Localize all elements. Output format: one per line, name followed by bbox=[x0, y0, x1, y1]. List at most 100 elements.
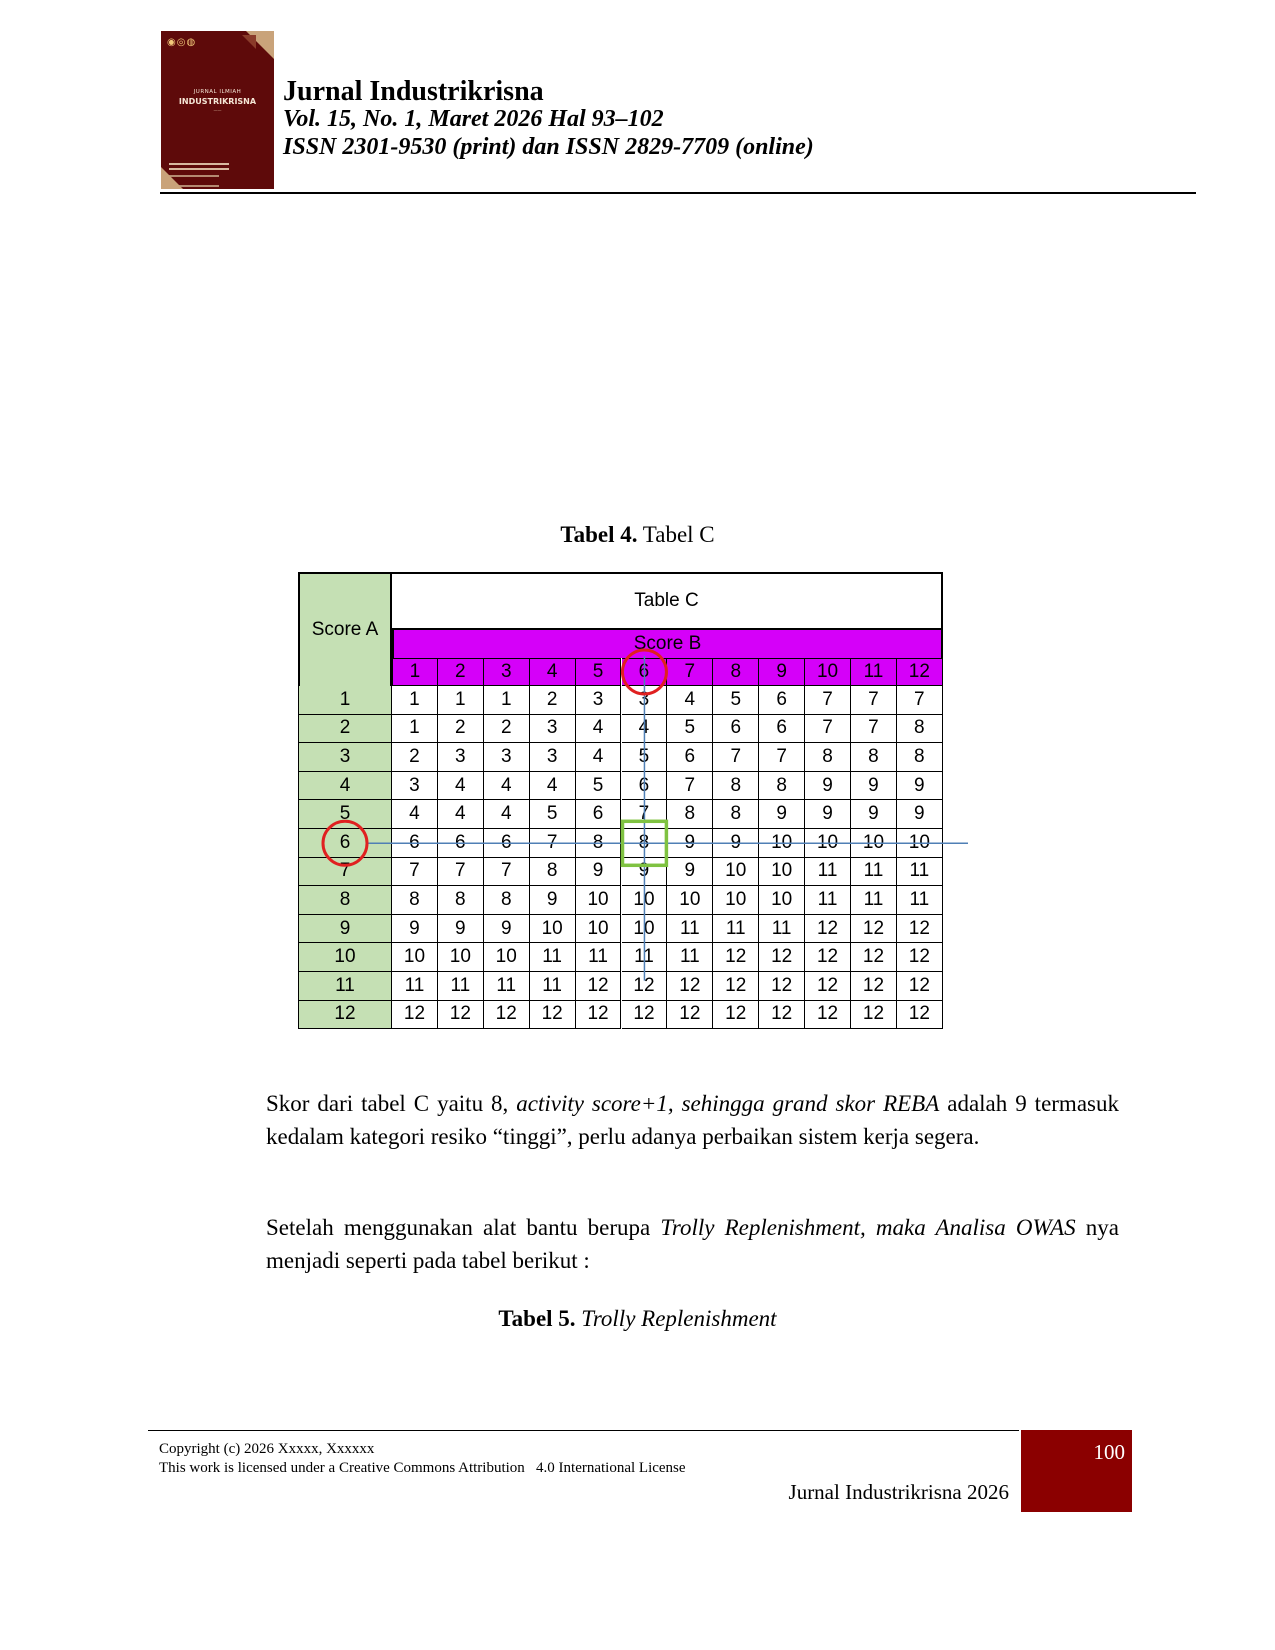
table-cell: 12 bbox=[896, 943, 943, 972]
table-cell: 4 bbox=[483, 771, 530, 801]
journal-volume: Vol. 15, No. 1, Maret 2026 Hal 93–102 bbox=[283, 106, 664, 132]
table-cell: 12 bbox=[667, 972, 714, 1001]
table-cell: 12 bbox=[575, 1000, 622, 1030]
table-cell: 9 bbox=[529, 886, 576, 915]
table-cell: 12 bbox=[805, 972, 851, 1001]
table-cell: 4 bbox=[437, 771, 484, 801]
score-a-row-header: 10 bbox=[298, 943, 392, 972]
table-cell: 10 bbox=[575, 914, 622, 944]
table-cell: 10 bbox=[851, 829, 897, 858]
table-cell: 7 bbox=[392, 857, 438, 887]
score-a-row-header: 8 bbox=[298, 886, 392, 915]
table-cell: 7 bbox=[621, 800, 668, 829]
score-b-col-header: 11 bbox=[851, 658, 897, 686]
score-a-row-header: 12 bbox=[298, 1000, 392, 1030]
cover-title: JURNAL ILMIAH INDUSTRIKRISNA —— bbox=[161, 89, 274, 113]
table-cell: 11 bbox=[805, 886, 851, 915]
score-b-col-header: 4 bbox=[529, 658, 576, 686]
table-cell: 12 bbox=[713, 943, 760, 972]
table-cell: 9 bbox=[483, 914, 530, 944]
table-cell: 12 bbox=[851, 943, 897, 972]
table-cell: 9 bbox=[667, 829, 714, 858]
score-a-row-header: 9 bbox=[298, 914, 392, 944]
table-cell: 6 bbox=[575, 800, 622, 829]
paragraph-1: Skor dari tabel C yaitu 8, activity scor… bbox=[266, 1087, 1119, 1153]
table-cell: 12 bbox=[896, 914, 943, 944]
table-cell: 12 bbox=[529, 1000, 576, 1030]
table-cell: 10 bbox=[713, 857, 760, 887]
table-cell: 4 bbox=[575, 714, 622, 744]
cover-decoration bbox=[169, 175, 219, 187]
table-cell: 7 bbox=[851, 686, 897, 715]
table5-caption-text: Trolly Replenishment bbox=[575, 1306, 777, 1331]
table-cell: 9 bbox=[851, 771, 897, 801]
table-cell: 10 bbox=[575, 886, 622, 915]
table-cell: 9 bbox=[392, 914, 438, 944]
table-cell: 12 bbox=[851, 972, 897, 1001]
cover-decoration bbox=[242, 35, 256, 49]
table-cell: 6 bbox=[759, 686, 806, 715]
table-cell: 8 bbox=[896, 743, 943, 772]
table-cell: 6 bbox=[667, 743, 714, 772]
table-cell: 12 bbox=[759, 972, 806, 1001]
paragraph-2: Setelah menggunakan alat bantu berupa Tr… bbox=[266, 1211, 1119, 1277]
table-cell: 2 bbox=[483, 714, 530, 744]
table-cell: 10 bbox=[392, 943, 438, 972]
table-cell: 3 bbox=[529, 743, 576, 772]
table-cell: 9 bbox=[667, 857, 714, 887]
table-cell: 8 bbox=[667, 800, 714, 829]
footer-license[interactable]: This work is licensed under a Creative C… bbox=[159, 1460, 686, 1476]
table-cell: 10 bbox=[759, 857, 806, 887]
table-cell: 3 bbox=[437, 743, 484, 772]
score-b-col-header: 10 bbox=[805, 658, 851, 686]
table-cell: 8 bbox=[713, 800, 760, 829]
cover-decoration bbox=[169, 163, 229, 170]
score-a-row-header: 11 bbox=[298, 972, 392, 1001]
score-b-col-header: 8 bbox=[713, 658, 760, 686]
table-cell: 11 bbox=[667, 914, 714, 944]
table-cell: 8 bbox=[896, 714, 943, 744]
table-cell: 8 bbox=[713, 771, 760, 801]
table-cell: 8 bbox=[759, 771, 806, 801]
table-cell: 10 bbox=[621, 914, 668, 944]
table-cell: 7 bbox=[437, 857, 484, 887]
cover-subtitle-decoration: —— bbox=[213, 108, 222, 113]
table-cell: 11 bbox=[851, 857, 897, 887]
table-cell: 12 bbox=[759, 943, 806, 972]
table-cell: 4 bbox=[667, 686, 714, 715]
table-cell: 12 bbox=[667, 1000, 714, 1030]
paragraph-2-text-a: Setelah menggunakan alat bantu berupa bbox=[266, 1215, 661, 1240]
footer-journal-year: Jurnal Industrikrisna 2026 bbox=[782, 1480, 1009, 1505]
table-cell: 4 bbox=[483, 800, 530, 829]
table-cell: 4 bbox=[392, 800, 438, 829]
table-cell: 8 bbox=[851, 743, 897, 772]
table-cell: 9 bbox=[621, 857, 668, 887]
table-cell: 11 bbox=[667, 943, 714, 972]
table-cell: 12 bbox=[713, 1000, 760, 1030]
table-cell: 6 bbox=[437, 829, 484, 858]
paragraph-2-text-b: nya menjadi seperti pada tabel berikut : bbox=[266, 1215, 1119, 1273]
table-cell: 3 bbox=[529, 714, 576, 744]
score-a-row-header: 5 bbox=[298, 800, 392, 829]
table-cell: 7 bbox=[713, 743, 760, 772]
paragraph-1-italic: activity score+1, sehingga grand skor RE… bbox=[516, 1091, 940, 1116]
table-cell: 10 bbox=[621, 886, 668, 915]
table-cell: 10 bbox=[713, 886, 760, 915]
cover-decoration bbox=[161, 167, 183, 189]
table-cell: 9 bbox=[896, 771, 943, 801]
table-cell: 8 bbox=[392, 886, 438, 915]
table-cell: 5 bbox=[529, 800, 576, 829]
table-cell: 9 bbox=[759, 800, 806, 829]
journal-name: Jurnal Industrikrisna bbox=[283, 76, 544, 107]
table-cell: 12 bbox=[437, 1000, 484, 1030]
table-cell: 7 bbox=[483, 857, 530, 887]
table-cell: 12 bbox=[896, 972, 943, 1001]
paragraph-1-text-b: adalah 9 termasuk kedalam kategori resik… bbox=[266, 1091, 1119, 1149]
score-b-col-header: 2 bbox=[437, 658, 484, 686]
table-cell: 5 bbox=[713, 686, 760, 715]
table-cell: 12 bbox=[621, 1000, 668, 1030]
table-cell: 8 bbox=[805, 743, 851, 772]
table-cell: 12 bbox=[805, 914, 851, 944]
table-cell: 10 bbox=[759, 886, 806, 915]
table-cell: 12 bbox=[392, 1000, 438, 1030]
